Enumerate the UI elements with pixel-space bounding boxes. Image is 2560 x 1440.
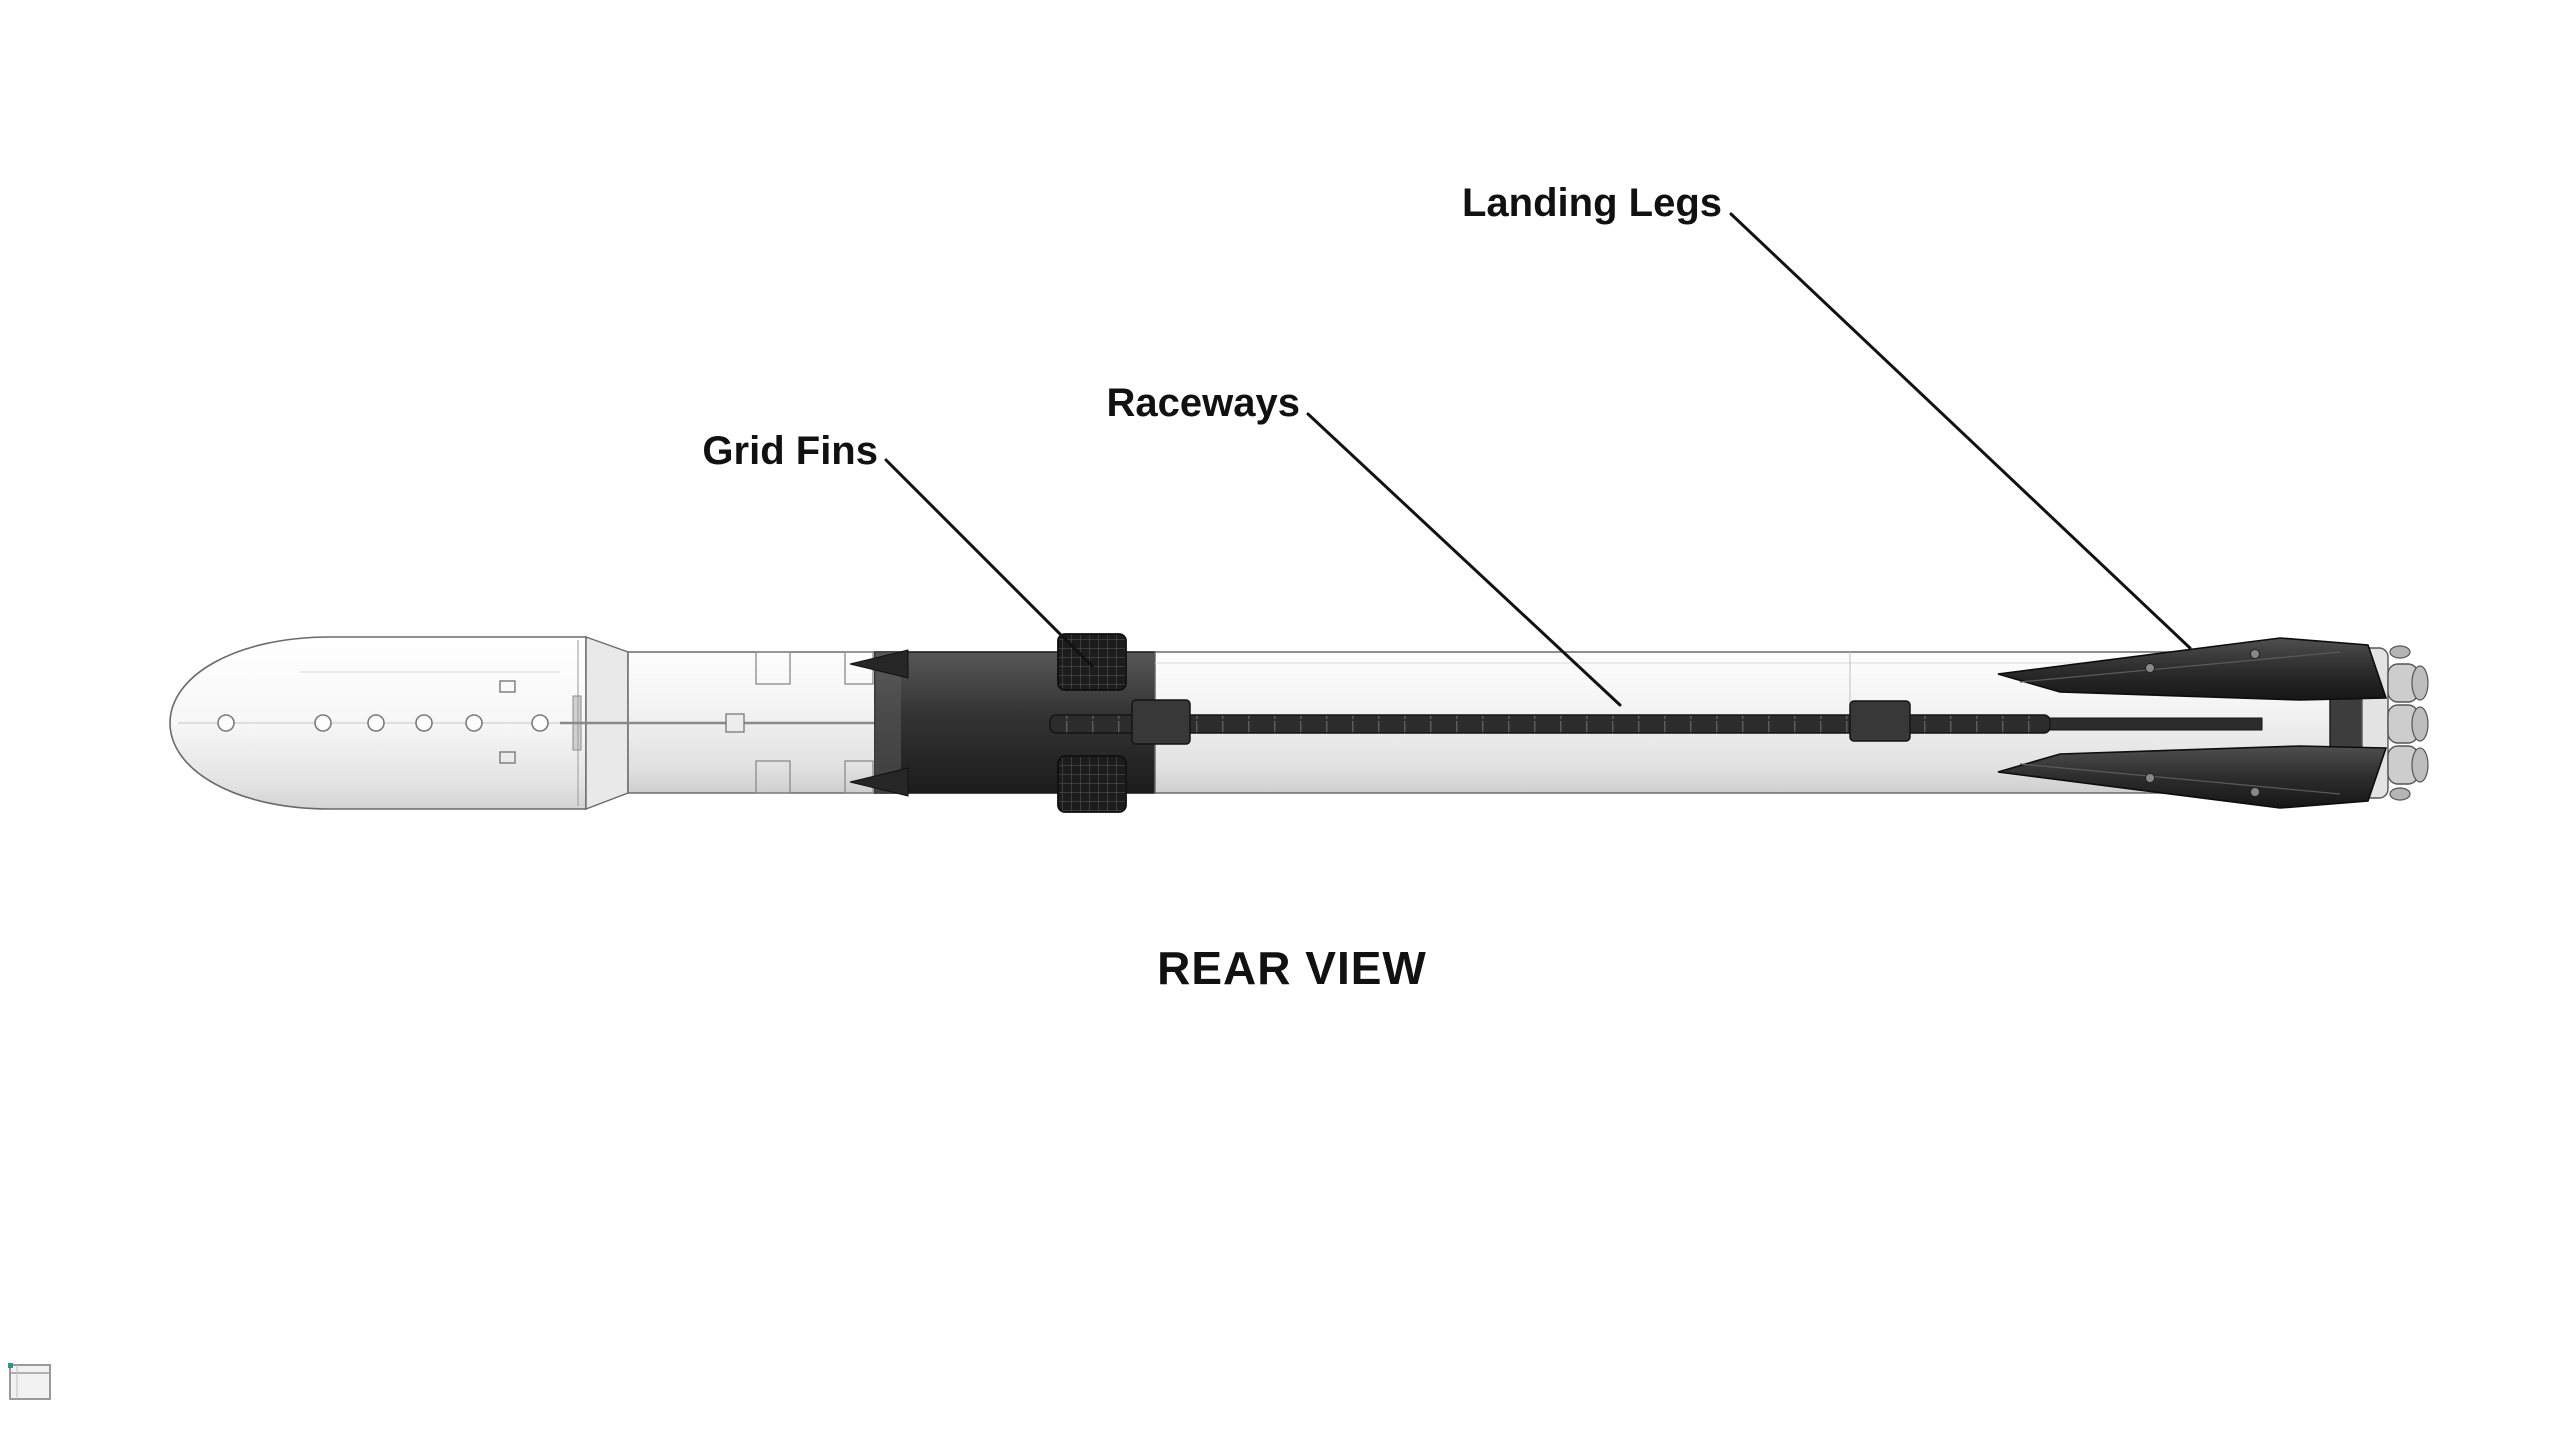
fairing-access-ports xyxy=(217,714,549,732)
raceway xyxy=(1049,699,2263,745)
fairing-vent-bottom xyxy=(499,751,516,764)
second-stage xyxy=(560,651,880,794)
stowed-fin-cover-top xyxy=(849,649,909,679)
raceway-junction-forward xyxy=(1131,699,1191,745)
raceways-label: Raceways xyxy=(1107,381,1300,425)
raceways-leader-line xyxy=(1306,412,1622,707)
landing-leg-bottom xyxy=(1997,745,2388,809)
view-title: REAR VIEW xyxy=(1157,942,1427,994)
grid-fins-leader-line xyxy=(884,458,1094,668)
grid-fin-bottom xyxy=(1057,755,1127,813)
engine-nozzles xyxy=(2387,645,2429,801)
grid-fins-label: Grid Fins xyxy=(702,429,878,473)
landing-leg-top xyxy=(1997,637,2388,701)
rod-fitting xyxy=(725,713,745,733)
landing-legs-label: Landing Legs xyxy=(1462,181,1722,225)
callout-labels: Grid Fins Raceways Landing Legs xyxy=(702,181,1722,473)
raceway-junction-mid xyxy=(1849,700,1911,742)
stowed-fin-cover-bottom xyxy=(849,767,909,797)
leader-lines xyxy=(884,212,2192,707)
fairing-vent-top xyxy=(499,680,516,693)
payload-fairing xyxy=(169,636,587,810)
landing-legs-leader-line xyxy=(1729,212,2192,650)
cad-corner-icon xyxy=(8,1363,51,1400)
rocket-illustration xyxy=(169,633,2429,813)
raceway-aft-extension xyxy=(2049,717,2263,731)
